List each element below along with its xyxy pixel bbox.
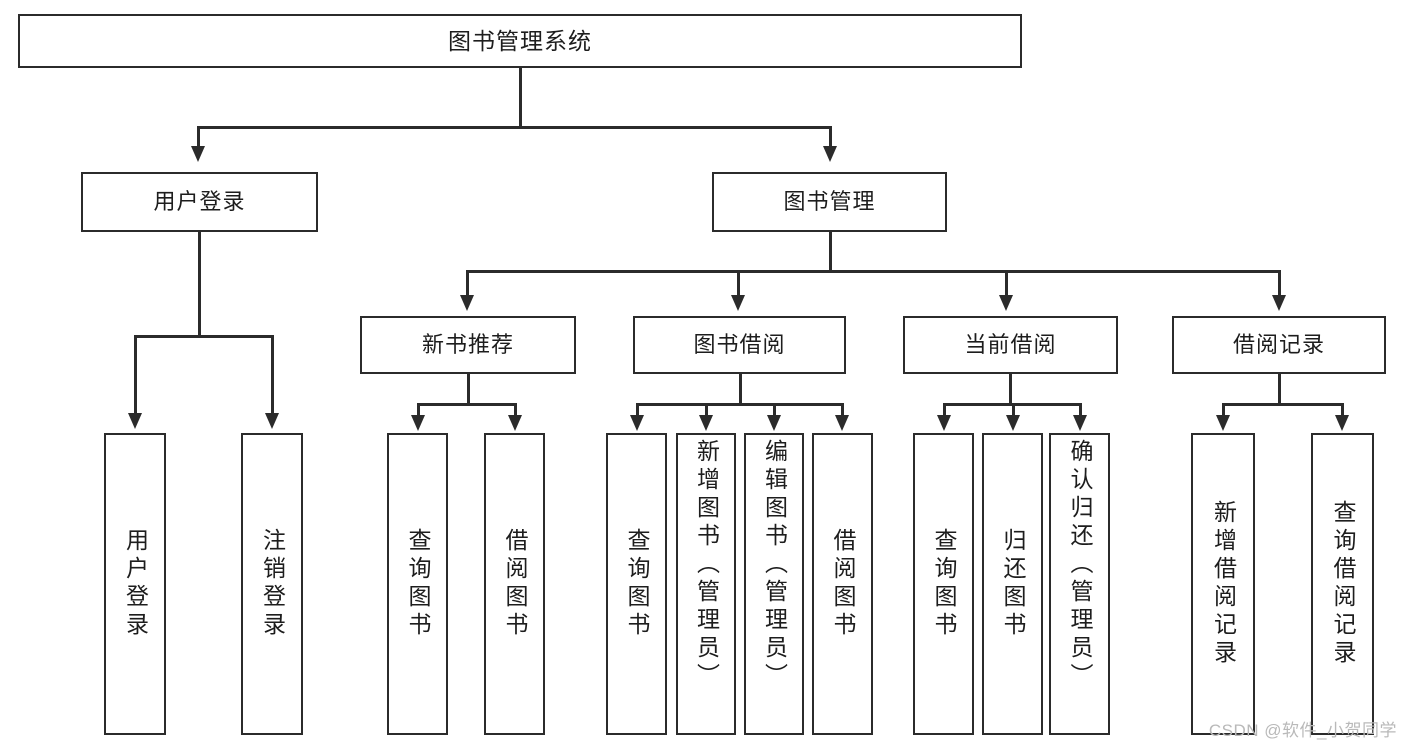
node-label: 新书推荐: [421, 332, 514, 357]
node-label: 查询借阅记录: [1330, 500, 1356, 668]
node-borrow-record[interactable]: 借阅记录: [1172, 316, 1386, 374]
arrowhead-bm-to-new-book: [460, 295, 474, 311]
node-label: 查询图书: [405, 528, 431, 640]
leaf-bookborrow-query-books[interactable]: 查询图书: [606, 433, 667, 735]
arrowhead-root-to-user-login: [191, 146, 205, 162]
node-user-login[interactable]: 用户登录: [81, 172, 318, 232]
connector-user-login-bar: [134, 335, 272, 338]
connector-bm-to-new-book: [466, 270, 469, 297]
arrowhead-currentborrow-leaf1: [937, 415, 951, 431]
node-label: 查询图书: [624, 528, 650, 640]
node-label: 图书管理: [783, 189, 876, 214]
connector-bookborrow-bar: [636, 403, 843, 406]
connector-currentborrow-stem: [1009, 374, 1012, 403]
connector-root-to-book-management: [829, 126, 832, 148]
connector-bookborrow-leaf4: [841, 403, 844, 417]
connector-bm-to-book-borrow: [737, 270, 740, 297]
node-label: 借阅记录: [1232, 332, 1325, 357]
connector-bookborrow-leaf1: [636, 403, 639, 417]
arrowhead-bookborrow-leaf2: [699, 415, 713, 431]
connector-user-login-stem: [198, 232, 201, 335]
arrowhead-currentborrow-leaf2: [1006, 415, 1020, 431]
arrowhead-bm-to-book-borrow: [731, 295, 745, 311]
arrowhead-bm-to-current-borrow: [999, 295, 1013, 311]
arrowhead-newbook-leaf1: [411, 415, 425, 431]
node-root-book-management-system[interactable]: 图书管理系统: [18, 14, 1022, 68]
leaf-borrowrecord-add-record[interactable]: 新增借阅记录: [1191, 433, 1255, 735]
arrowhead-user-login-left: [128, 413, 142, 429]
connector-root-stem: [519, 68, 522, 126]
connector-bm-to-borrow-record: [1278, 270, 1281, 297]
connector-user-login-right: [271, 335, 274, 415]
leaf-currentborrow-confirm-return-admin[interactable]: 确认归还（管理员）: [1049, 433, 1110, 735]
leaf-user-login-logout[interactable]: 注销登录: [241, 433, 303, 735]
connector-root-bar: [197, 126, 831, 129]
connector-root-to-user-login: [197, 126, 200, 148]
node-new-book-recommend[interactable]: 新书推荐: [360, 316, 576, 374]
arrowhead-bookborrow-leaf1: [630, 415, 644, 431]
leaf-borrowrecord-query-record[interactable]: 查询借阅记录: [1311, 433, 1374, 735]
leaf-currentborrow-return-books[interactable]: 归还图书: [982, 433, 1043, 735]
leaf-bookborrow-borrow-books[interactable]: 借阅图书: [812, 433, 873, 735]
node-book-management[interactable]: 图书管理: [712, 172, 947, 232]
leaf-newbook-query-books[interactable]: 查询图书: [387, 433, 448, 735]
node-label: 编辑图书（管理员）: [761, 439, 788, 691]
leaf-newbook-borrow-books[interactable]: 借阅图书: [484, 433, 545, 735]
node-label: 用户登录: [153, 189, 246, 214]
connector-currentborrow-leaf3: [1079, 403, 1082, 417]
arrowhead-newbook-leaf2: [508, 415, 522, 431]
connector-newbook-leaf1: [417, 403, 420, 417]
node-label: 借阅图书: [830, 528, 856, 640]
node-label: 当前借阅: [964, 332, 1057, 357]
arrowhead-root-to-book-management: [823, 146, 837, 162]
node-current-borrow[interactable]: 当前借阅: [903, 316, 1118, 374]
node-label: 注销登录: [259, 528, 286, 640]
node-label: 图书借阅: [693, 332, 786, 357]
node-label: 确认归还（管理员）: [1067, 439, 1093, 691]
leaf-currentborrow-query-books[interactable]: 查询图书: [913, 433, 974, 735]
connector-newbook-leaf2: [514, 403, 517, 417]
connector-currentborrow-leaf1: [943, 403, 946, 417]
arrowhead-borrowrecord-leaf1: [1216, 415, 1230, 431]
leaf-bookborrow-edit-book-admin[interactable]: 编辑图书（管理员）: [744, 433, 804, 735]
connector-bookborrow-leaf3: [773, 403, 776, 417]
node-book-borrow[interactable]: 图书借阅: [633, 316, 846, 374]
node-label: 用户登录: [122, 528, 149, 640]
connector-book-management-bar: [466, 270, 1280, 273]
node-label: 图书管理系统: [448, 27, 592, 54]
node-label: 新增借阅记录: [1210, 500, 1237, 668]
arrowhead-bm-to-borrow-record: [1272, 295, 1286, 311]
connector-borrowrecord-stem: [1278, 374, 1281, 403]
leaf-user-login-login[interactable]: 用户登录: [104, 433, 166, 735]
connector-bookborrow-leaf2: [705, 403, 708, 417]
connector-user-login-left: [134, 335, 137, 415]
connector-bookborrow-stem: [739, 374, 742, 403]
arrowhead-bookborrow-leaf3: [767, 415, 781, 431]
arrowhead-borrowrecord-leaf2: [1335, 415, 1349, 431]
connector-borrowrecord-leaf2: [1341, 403, 1344, 417]
connector-currentborrow-leaf2: [1012, 403, 1015, 417]
arrowhead-user-login-right: [265, 413, 279, 429]
arrowhead-currentborrow-leaf3: [1073, 415, 1087, 431]
connector-book-management-stem: [829, 232, 832, 270]
connector-bm-to-current-borrow: [1005, 270, 1008, 297]
arrowhead-bookborrow-leaf4: [835, 415, 849, 431]
node-label: 新增图书（管理员）: [693, 439, 720, 691]
leaf-bookborrow-add-book-admin[interactable]: 新增图书（管理员）: [676, 433, 736, 735]
node-label: 归还图书: [1000, 528, 1026, 640]
node-label: 查询图书: [931, 528, 957, 640]
node-label: 借阅图书: [502, 528, 528, 640]
connector-borrowrecord-bar: [1222, 403, 1343, 406]
connector-newbook-bar: [417, 403, 517, 406]
connector-currentborrow-bar: [943, 403, 1080, 406]
connector-borrowrecord-leaf1: [1222, 403, 1225, 417]
connector-newbook-stem: [467, 374, 470, 403]
